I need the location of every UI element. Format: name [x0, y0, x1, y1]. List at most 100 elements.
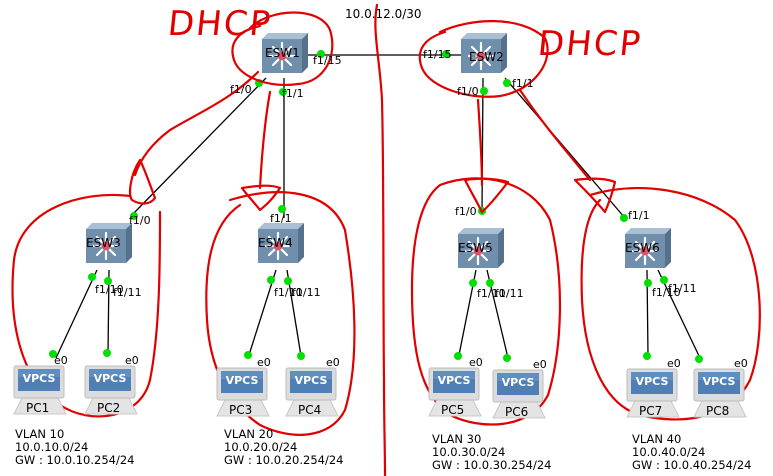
- vlan-name: VLAN 10: [15, 427, 65, 441]
- port-label: e0: [734, 357, 748, 370]
- annotation-dhcp-left: DHCP: [165, 4, 275, 44]
- port-label: f1/11: [668, 282, 697, 295]
- port-label: f1/11: [113, 286, 142, 299]
- port-dot: [104, 277, 112, 285]
- switch-name: ESW4: [258, 236, 293, 250]
- vlan-gateway: GW : 10.0.30.254/24: [432, 458, 552, 472]
- port-dot: [284, 277, 292, 285]
- port-dot: [317, 50, 325, 58]
- port-label: f1/0: [457, 85, 479, 98]
- port-label: f1/0: [129, 214, 151, 227]
- link-esw4-pc3: [248, 269, 277, 356]
- vpcs-badge: VPCS: [294, 374, 328, 387]
- vlan-network: 10.0.10.0/24: [15, 440, 89, 454]
- port-dot: [620, 214, 628, 222]
- switch-name: ESW2: [469, 50, 504, 64]
- port-label: f1/10: [477, 287, 506, 300]
- multilayer-switch-icon: [86, 223, 132, 263]
- annotation-arrow-esw5: [463, 98, 510, 214]
- port-label: f1/1: [282, 87, 304, 100]
- port-label: e0: [257, 356, 271, 369]
- switch-name: ESW3: [86, 236, 121, 250]
- multilayer-switch-icon: [258, 223, 304, 263]
- multilayer-switch-icon: [458, 228, 504, 268]
- pc-name: PC2: [97, 401, 121, 415]
- switch-esw5[interactable]: ESW5: [458, 228, 504, 268]
- port-dot: [278, 205, 286, 213]
- port-label: f1/10: [274, 286, 303, 299]
- port-dot: [660, 276, 668, 284]
- port-label: e0: [533, 358, 547, 371]
- port-dot: [486, 279, 494, 287]
- vpcs-computer-icon: [211, 366, 275, 418]
- port-label: f1/1: [270, 212, 292, 225]
- port-dot: [279, 88, 287, 96]
- annotation-arrow-esw4: [240, 90, 282, 212]
- pc-pc5[interactable]: VPCS PC5 e0: [423, 357, 487, 418]
- link-esw2-esw5: [481, 77, 484, 213]
- vlan-gateway: GW : 10.0.20.254/24: [224, 453, 344, 467]
- annotation-arrow-esw6: [518, 88, 617, 214]
- port-label: f1/0: [455, 205, 477, 218]
- vpcs-computer-icon: [423, 366, 487, 418]
- port-label: f1/15: [423, 48, 452, 61]
- port-label: f1/1: [628, 209, 650, 222]
- port-label: f1/10: [652, 286, 681, 299]
- pc-name: PC7: [639, 404, 663, 418]
- pc-pc7[interactable]: VPCS PC7 e0: [621, 358, 685, 419]
- switch-name: ESW5: [458, 241, 493, 255]
- switch-esw6[interactable]: ESW6: [625, 228, 671, 268]
- port-dot: [130, 212, 138, 220]
- vlan-info-40: VLAN 40 10.0.40.0/24 GW : 10.0.40.254/24: [632, 433, 751, 472]
- port-label: f1/1: [512, 77, 534, 90]
- pc-pc6[interactable]: VPCS PC6 e0: [487, 359, 551, 420]
- switch-esw3[interactable]: ESW3: [86, 223, 132, 263]
- vlan-gateway: GW : 10.0.40.254/24: [632, 458, 752, 472]
- vlan-info-30: VLAN 30 10.0.30.0/24 GW : 10.0.30.254/24: [432, 433, 551, 472]
- switch-esw4[interactable]: ESW4: [258, 223, 304, 263]
- port-dot: [644, 279, 652, 287]
- port-label: e0: [667, 357, 681, 370]
- vpcs-computer-icon: [487, 368, 551, 420]
- vpcs-badge: VPCS: [22, 372, 56, 385]
- link-esw1-esw3: [132, 77, 267, 215]
- port-label: f1/11: [292, 286, 321, 299]
- pc-pc4[interactable]: VPCS PC4 e0: [280, 357, 344, 418]
- pc-pc2[interactable]: VPCS PC2 e0: [79, 355, 143, 416]
- pc-pc3[interactable]: VPCS PC3 e0: [211, 357, 275, 418]
- port-dot: [88, 273, 96, 281]
- switch-esw1[interactable]: ESW1: [262, 33, 308, 73]
- vpcs-computer-icon: [688, 367, 752, 419]
- port-dot: [454, 352, 462, 360]
- vlan-name: VLAN 20: [224, 427, 274, 441]
- annotation-circle-esw5: [410, 177, 562, 426]
- vpcs-computer-icon: [280, 366, 344, 418]
- annotation-circle-esw2: [418, 20, 549, 98]
- vpcs-badge: VPCS: [635, 375, 669, 388]
- trunk-subnet-label: 10.0.12.0/30: [345, 7, 422, 21]
- vpcs-badge: VPCS: [501, 376, 535, 389]
- port-label: f1/0: [230, 83, 252, 96]
- pc-pc8[interactable]: VPCS PC8 e0: [688, 358, 752, 419]
- vpcs-badge: VPCS: [93, 372, 127, 385]
- annotation-circle-esw4: [205, 191, 356, 436]
- port-dot: [442, 50, 450, 58]
- vlan-network: 10.0.40.0/24: [632, 445, 706, 459]
- vpcs-badge: VPCS: [702, 375, 736, 388]
- vpcs-computer-icon: [621, 367, 685, 419]
- port-label: f1/15: [313, 54, 342, 67]
- port-label: e0: [125, 354, 139, 367]
- switch-esw2[interactable]: ESW2: [461, 33, 507, 73]
- port-label: f1/10: [95, 283, 124, 296]
- multilayer-switch-icon: [262, 33, 308, 73]
- pc-name: PC1: [26, 401, 50, 415]
- port-label: f1/11: [495, 287, 524, 300]
- pc-name: PC8: [706, 404, 730, 418]
- vlan-network: 10.0.30.0/24: [432, 445, 506, 459]
- port-dot: [49, 350, 57, 358]
- pc-name: PC3: [229, 403, 253, 417]
- vlan-network: 10.0.20.0/24: [224, 440, 298, 454]
- pc-pc1[interactable]: VPCS PC1 e0: [8, 355, 72, 416]
- vlan-gateway: GW : 10.0.10.254/24: [15, 453, 135, 467]
